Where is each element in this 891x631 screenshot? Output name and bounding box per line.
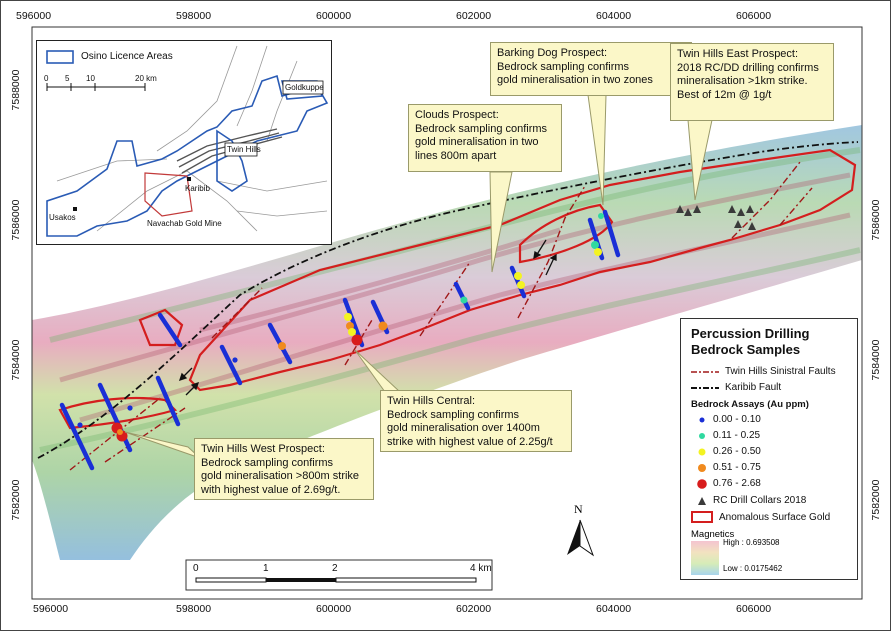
legend-title: Percussion Drilling [691, 326, 810, 341]
fault-movement-arrows [178, 239, 557, 396]
legend-sinistral-faults: Twin Hills Sinistral Faults [691, 366, 836, 377]
x-tick-top: 606000 [736, 10, 772, 22]
callout-clouds: Clouds Prospect: Bedrock sampling confir… [408, 104, 562, 172]
scale-label: 0 [193, 563, 199, 574]
karibib-fault [37, 141, 859, 459]
legend-class: 0.51 - 0.75 [697, 462, 761, 473]
inset-map: Osino Licence Areas 0 5 10 20 km Goldkup… [36, 40, 332, 245]
scale-label: 2 [332, 563, 338, 574]
legend-class: 0.76 - 2.68 [697, 478, 761, 489]
callout-twin-hills-west: Twin Hills West Prospect: Bedrock sampli… [194, 438, 374, 500]
legend-class: 0.26 - 0.50 [697, 446, 761, 457]
fault-line-icon [691, 386, 719, 389]
x-tick-bottom: 596000 [33, 603, 69, 615]
map-extent-border [31, 26, 863, 600]
legend-surface-gold: Anomalous Surface Gold [691, 511, 830, 523]
scale-label: 4 km [470, 563, 492, 574]
legend: Percussion Drilling Bedrock Samples Twin… [680, 318, 858, 580]
dot-icon [699, 432, 705, 439]
inset-scale-label: 5 [65, 74, 70, 83]
assay-points [77, 213, 604, 442]
legend-label: 0.00 - 0.10 [713, 414, 761, 425]
legend-mag-low: Low : 0.0175462 [723, 564, 783, 573]
legend-label: 0.76 - 2.68 [713, 478, 761, 489]
callout-barking-dog: Barking Dog Prospect: Bedrock sampling c… [490, 42, 692, 96]
x-tick-top: 598000 [176, 10, 212, 22]
x-tick-bottom: 606000 [736, 603, 772, 615]
x-tick-bottom: 604000 [596, 603, 632, 615]
dot-icon [698, 463, 706, 472]
callout-pointers [124, 94, 713, 459]
legend-label: Anomalous Surface Gold [719, 511, 831, 523]
inset-place-twin-hills: Twin Hills [227, 145, 261, 154]
inset-legend-label: Osino Licence Areas [81, 51, 173, 62]
magnetics-ramp [691, 541, 719, 575]
inset-place-goldkuppe: Goldkuppe [285, 83, 324, 92]
legend-label: 0.51 - 0.75 [713, 462, 761, 473]
legend-label: Karibib Fault [725, 382, 782, 393]
inset-scale-label: 0 [44, 74, 49, 83]
rc-drill-collars [676, 205, 756, 230]
inset-place-navachab: Navachab Gold Mine [147, 219, 222, 228]
north-arrow-icon [567, 519, 595, 557]
x-tick-top: 596000 [16, 10, 52, 22]
inset-place-usakos: Usakos [49, 213, 76, 222]
legend-class: 0.11 - 0.25 [697, 430, 760, 441]
x-tick-bottom: 600000 [316, 603, 352, 615]
legend-karibib-fault: Karibib Fault [691, 382, 781, 393]
legend-label: 0.26 - 0.50 [713, 446, 761, 457]
legend-magnetics-title: Magnetics [691, 529, 735, 540]
x-tick-top: 604000 [596, 10, 632, 22]
legend-label: RC Drill Collars 2018 [713, 495, 807, 506]
legend-label: 0.11 - 0.25 [713, 430, 761, 441]
legend-class: 0.00 - 0.10 [697, 414, 761, 425]
legend-title: Bedrock Samples [691, 342, 801, 357]
x-tick-bottom: 602000 [456, 603, 492, 615]
x-tick-bottom: 598000 [176, 603, 212, 615]
legend-label: Twin Hills Sinistral Faults [725, 366, 836, 377]
x-tick-top: 600000 [316, 10, 352, 22]
fault-line-icon [691, 370, 719, 373]
legend-rc-collars: RC Drill Collars 2018 [697, 495, 806, 506]
inset-canvas [46, 45, 329, 237]
legend-assays-title: Bedrock Assays (Au ppm) [691, 399, 809, 410]
callout-twin-hills-central: Twin Hills Central: Bedrock sampling con… [380, 390, 572, 452]
polygon-icon [691, 511, 713, 523]
callout-twin-hills-east: Twin Hills East Prospect: 2018 RC/DD dri… [670, 43, 834, 121]
inset-scale-label: 20 km [135, 74, 157, 83]
dot-icon [699, 417, 705, 422]
inset-scale-label: 10 [86, 74, 95, 83]
legend-mag-high: High : 0.693508 [723, 538, 780, 547]
scale-label: 1 [263, 563, 269, 574]
x-tick-top: 602000 [456, 10, 492, 22]
scale-bar [185, 559, 493, 591]
inset-place-karibib: Karibib [185, 184, 210, 193]
dot-icon [698, 448, 706, 455]
triangle-icon [698, 496, 706, 505]
magnetics-highs [59, 172, 851, 423]
dot-icon [697, 478, 707, 489]
north-label: N [574, 502, 583, 516]
